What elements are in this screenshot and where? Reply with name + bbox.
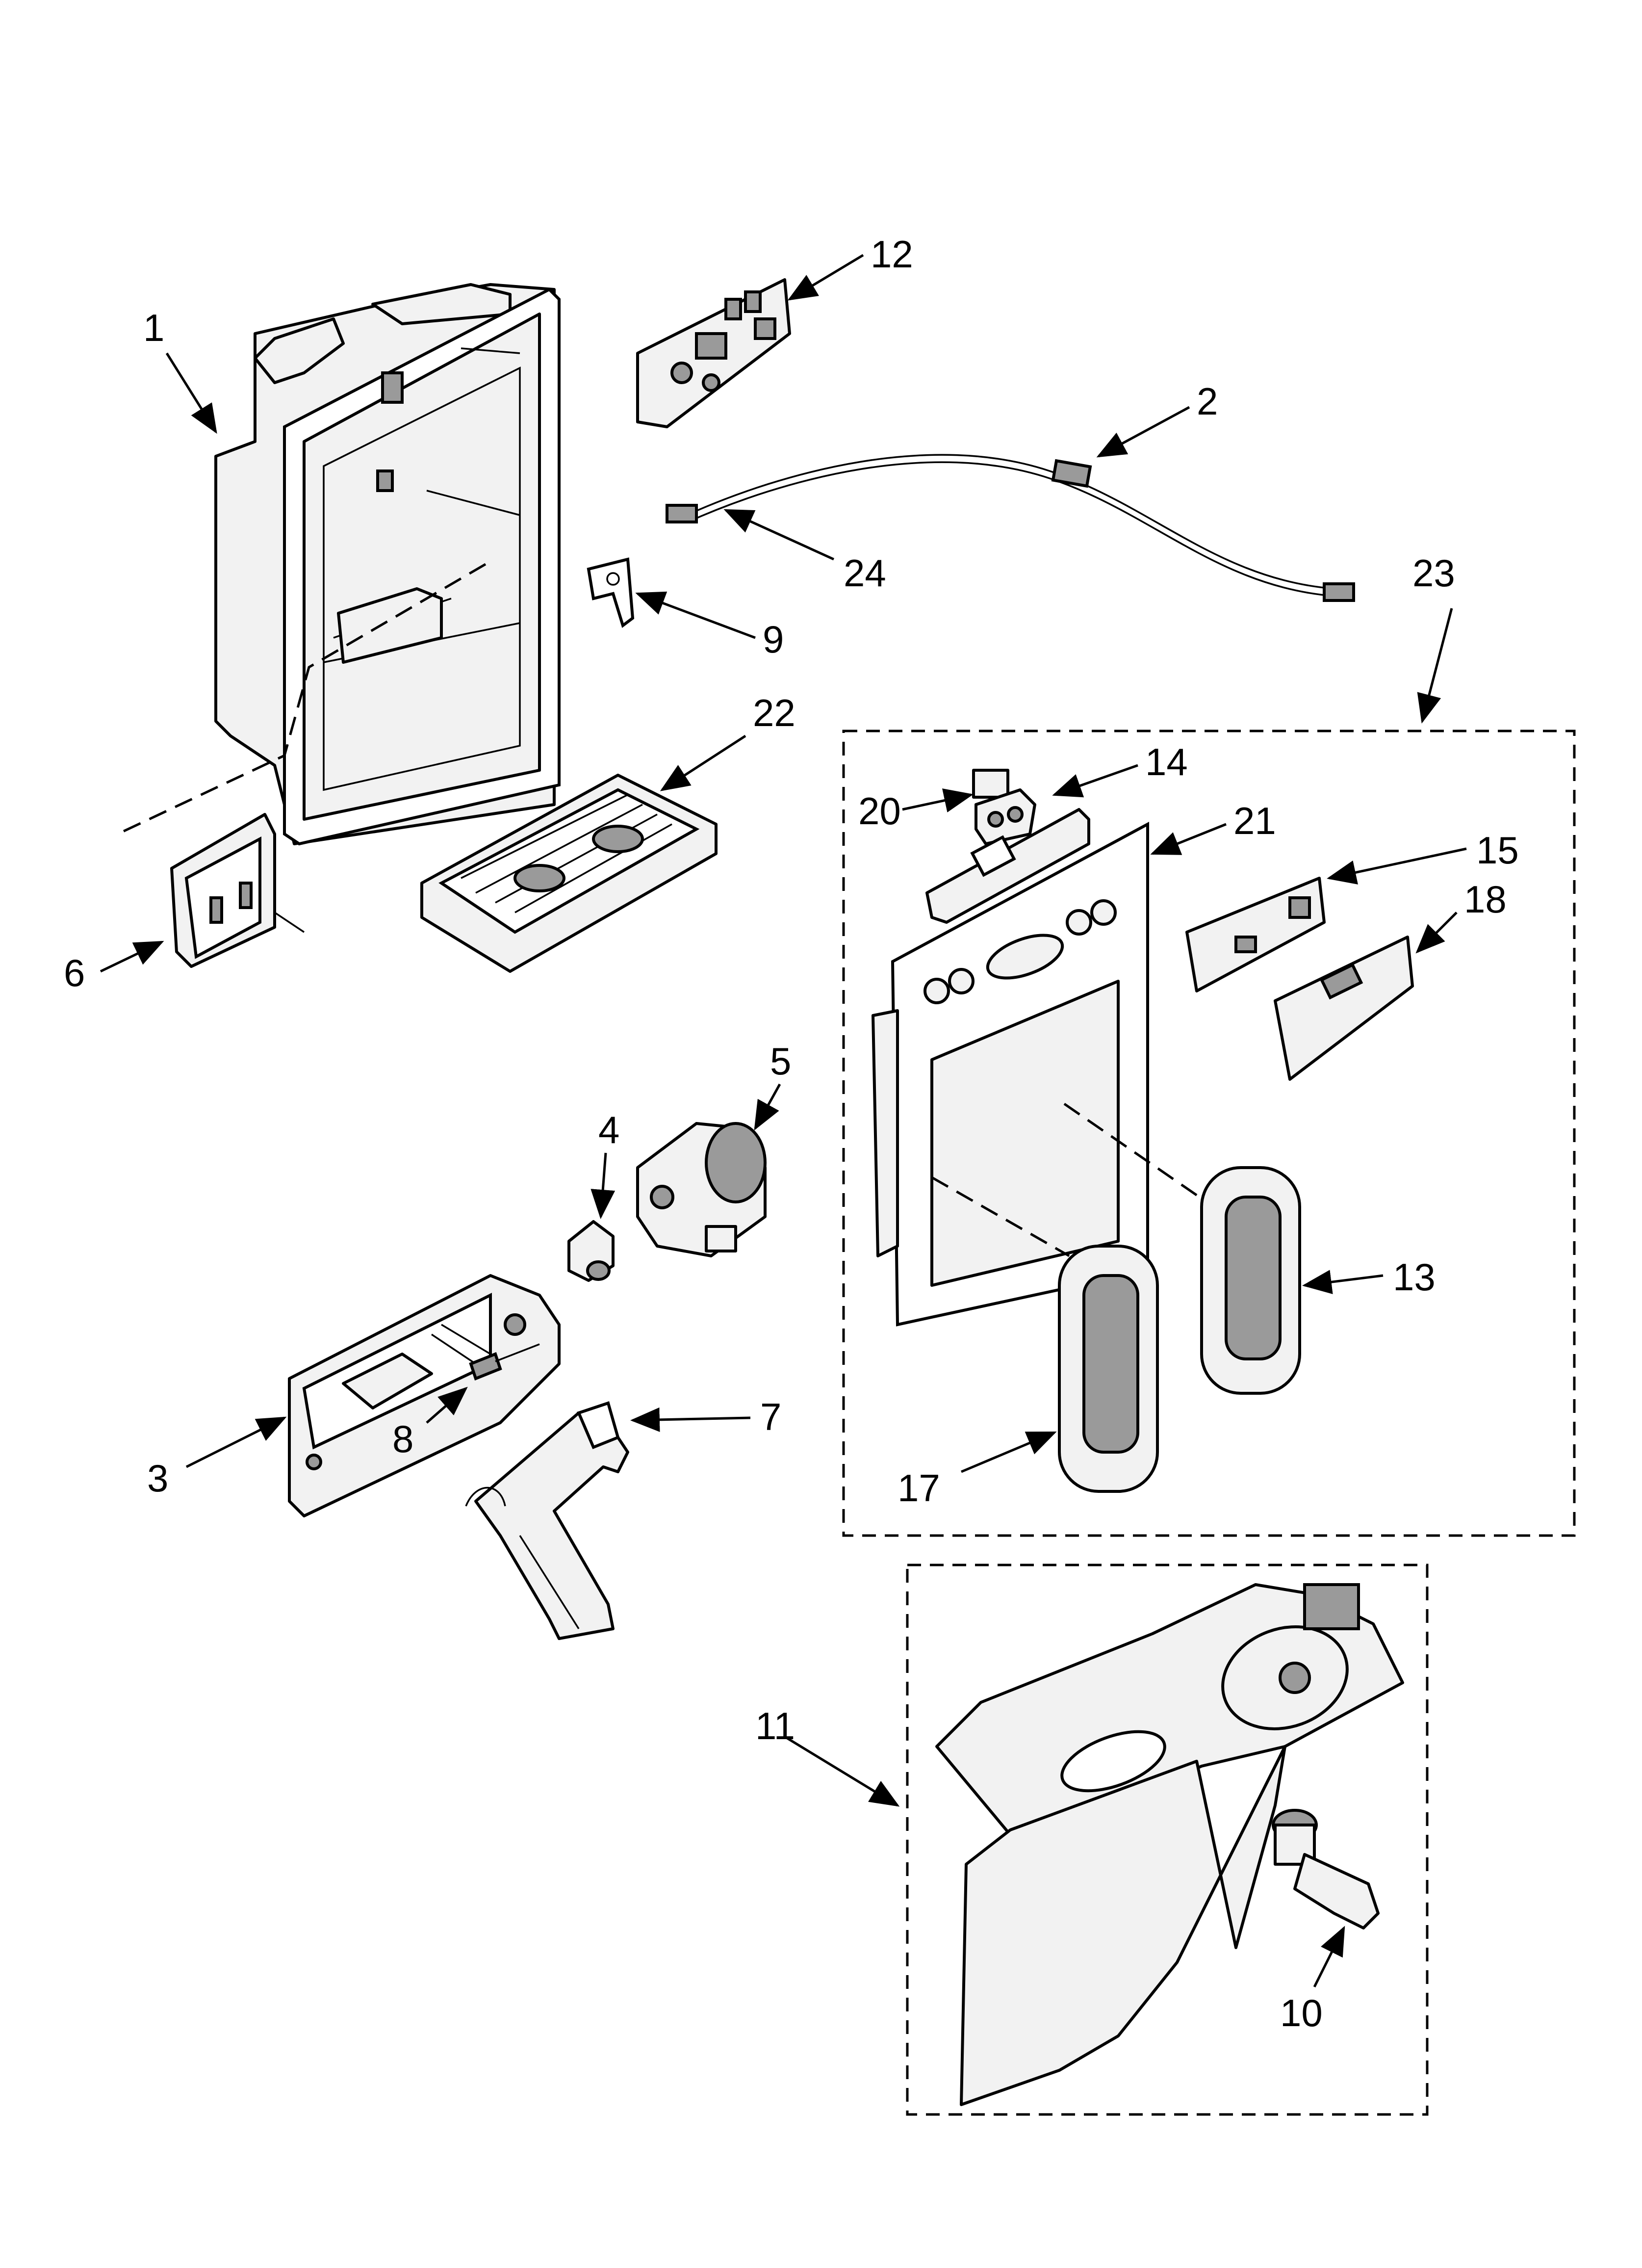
part-6-switch-cover (170, 813, 305, 968)
callout-8: 8 (392, 1386, 468, 1460)
part-4-cam (567, 1220, 615, 1282)
callout-label-14: 14 (1145, 740, 1188, 783)
callout-9: 9 (635, 591, 784, 661)
callout-17: 17 (898, 1431, 1057, 1510)
part-17-water-paddle (1058, 1245, 1159, 1493)
callout-label-12: 12 (871, 233, 913, 276)
callout-label-23: 23 (1412, 551, 1455, 595)
part-14-gasket (925, 808, 1090, 924)
callout-10: 10 (1280, 1926, 1345, 2034)
callout-label-7: 7 (760, 1395, 781, 1438)
callout-22: 22 (660, 691, 795, 791)
part-13-ice-paddle (1200, 1166, 1301, 1395)
callout-11: 11 (755, 1704, 900, 1807)
callout-1: 1 (143, 306, 217, 434)
callout-21: 21 (1150, 799, 1276, 855)
part-10-water-tube (1272, 1809, 1380, 1929)
part-3-actuator-housing (288, 1274, 561, 1517)
part-15-board (1185, 877, 1326, 992)
part-21-dispenser-front (872, 821, 1207, 1327)
part-18-board (1274, 936, 1414, 1081)
callout-label-4: 4 (598, 1108, 619, 1151)
callout-label-22: 22 (753, 691, 795, 734)
callout-2: 2 (1096, 380, 1218, 458)
callout-label-18: 18 (1464, 878, 1507, 921)
callout-label-15: 15 (1476, 829, 1519, 872)
callout-18: 18 (1415, 878, 1507, 954)
part-11-ice-chute-group (906, 1564, 1429, 2116)
callout-label-11: 11 (755, 1704, 795, 1747)
callout-6: 6 (64, 940, 164, 994)
callout-7: 7 (630, 1395, 781, 1438)
callout-20: 20 (858, 788, 974, 833)
callout-14: 14 (1052, 740, 1188, 798)
part-2-wire-harness (686, 454, 1355, 602)
callout-label-8: 8 (392, 1417, 413, 1460)
callout-label-5: 5 (770, 1040, 791, 1083)
callout-5: 5 (754, 1040, 791, 1131)
part-9-bracket (587, 557, 635, 628)
part-22-drip-tray (420, 774, 718, 973)
callout-label-10: 10 (1280, 1991, 1323, 2034)
callout-3: 3 (147, 1416, 287, 1500)
callout-label-3: 3 (147, 1457, 168, 1500)
callout-15: 15 (1327, 829, 1519, 885)
part-1-dispenser-housing (117, 283, 561, 846)
callout-label-13: 13 (1393, 1255, 1436, 1299)
part-12-control-board (636, 278, 791, 428)
callout-4: 4 (590, 1108, 619, 1219)
callout-label-2: 2 (1197, 380, 1218, 423)
callout-13: 13 (1302, 1255, 1436, 1299)
part-7-dispenser-arm (465, 1401, 629, 1640)
callout-label-6: 6 (64, 951, 85, 994)
callout-label-17: 17 (898, 1466, 940, 1510)
callout-24: 24 (723, 509, 886, 595)
callout-label-9: 9 (763, 618, 784, 661)
callout-label-20: 20 (858, 789, 901, 833)
callout-label-24: 24 (844, 551, 886, 595)
callout-12: 12 (787, 233, 913, 301)
part-23-control-assembly-group (842, 730, 1576, 1537)
part-8-screw (469, 1343, 540, 1381)
callout-23: 23 (1412, 551, 1455, 724)
part-24-harness-connector (666, 504, 698, 523)
part-20-switch (972, 769, 1036, 845)
callout-label-21: 21 (1233, 799, 1276, 842)
part-5-motor (636, 1122, 767, 1257)
callout-label-1: 1 (143, 306, 164, 349)
